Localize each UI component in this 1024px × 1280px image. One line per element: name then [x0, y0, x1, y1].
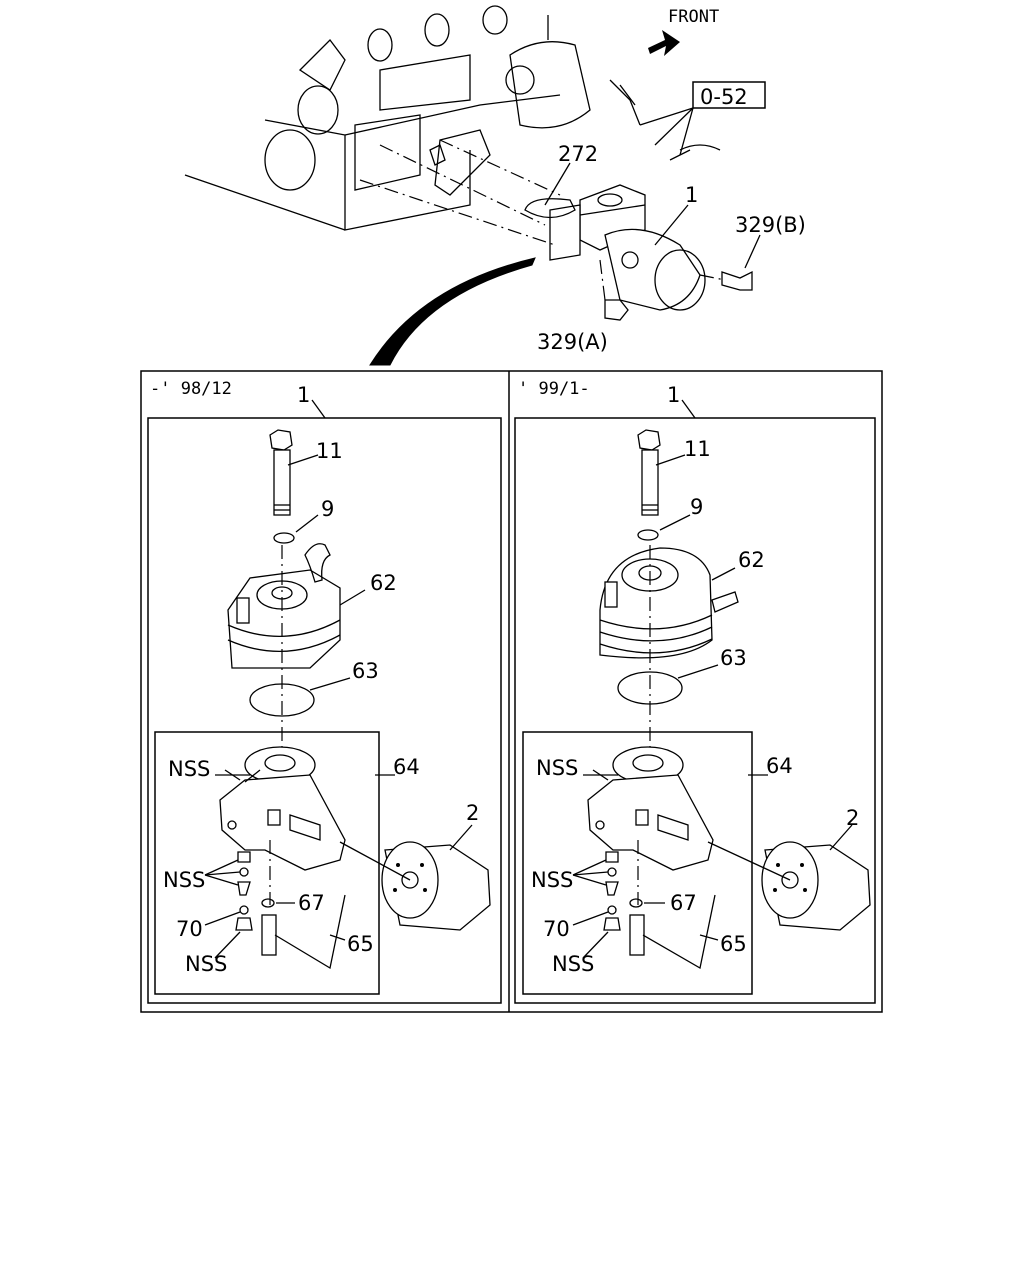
right-label-67: 67	[670, 891, 697, 915]
left-label-nss-top: NSS	[168, 757, 210, 781]
ref-box-outline	[692, 81, 766, 109]
engine-overview	[184, 5, 761, 366]
right-label-11: 11	[684, 437, 711, 461]
left-label-67: 67	[298, 891, 325, 915]
left-label-nss-mid: NSS	[163, 868, 205, 892]
left-label-2: 2	[466, 801, 479, 825]
right-label-nss-mid: NSS	[531, 868, 573, 892]
right-label-70: 70	[543, 917, 570, 941]
ref-box-label: 0-52	[700, 85, 748, 109]
right-label-63: 63	[720, 646, 747, 670]
right-label-2: 2	[846, 806, 859, 830]
right-panel-title: ' 99/1-	[518, 379, 590, 399]
left-label-9: 9	[321, 497, 334, 521]
callout-1-top: 1	[685, 183, 698, 207]
left-panel-title: -' 98/12	[150, 379, 232, 399]
right-label-nss-bot: NSS	[552, 952, 594, 976]
callout-272: 272	[558, 142, 598, 166]
left-label-63: 63	[352, 659, 379, 683]
right-label-nss-top: NSS	[536, 756, 578, 780]
left-label-70: 70	[176, 917, 203, 941]
left-label-nss-bot: NSS	[185, 952, 227, 976]
left-panel	[147, 399, 502, 1004]
left-label-64: 64	[393, 755, 420, 779]
right-label-9: 9	[690, 495, 703, 519]
callout-329a: 329(A)	[537, 330, 608, 354]
right-label-65: 65	[720, 932, 747, 956]
right-assembly-label: 1	[667, 383, 680, 407]
front-label: FRONT	[668, 7, 719, 27]
right-panel	[514, 399, 876, 1004]
panels-frame	[140, 370, 883, 1013]
left-label-62: 62	[370, 571, 397, 595]
left-label-65: 65	[347, 932, 374, 956]
right-label-64: 64	[766, 754, 793, 778]
callout-329b: 329(B)	[735, 213, 806, 237]
left-assembly-label: 1	[297, 383, 310, 407]
right-label-62: 62	[738, 548, 765, 572]
left-label-11: 11	[316, 439, 343, 463]
